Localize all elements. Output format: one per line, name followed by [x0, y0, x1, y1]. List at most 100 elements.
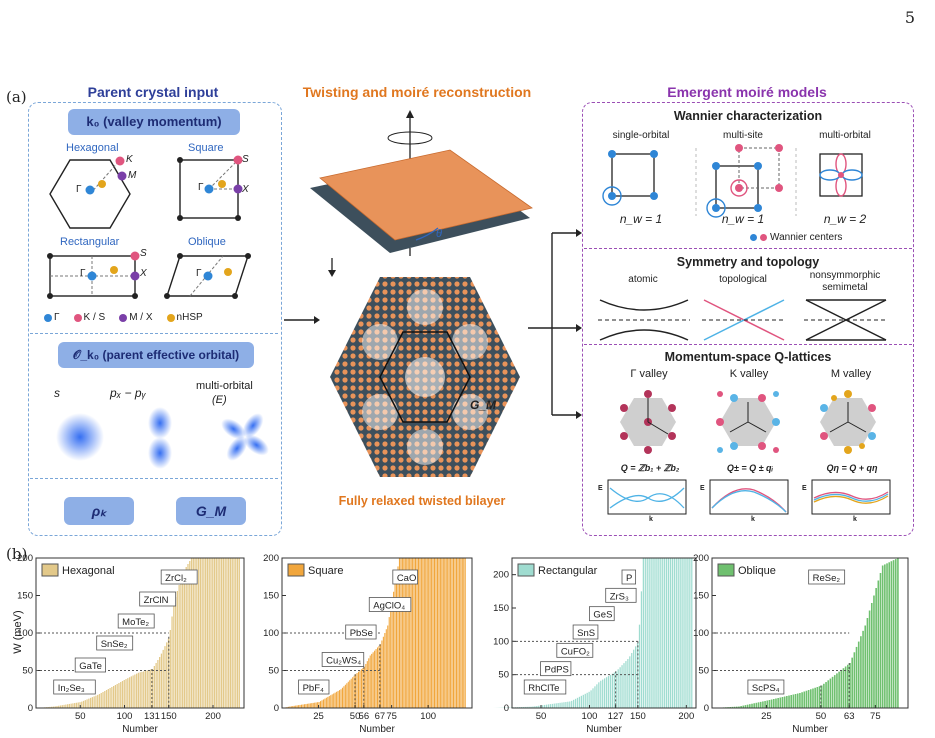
- y-tick-label: 150: [263, 591, 279, 602]
- bar: [425, 558, 426, 708]
- bar: [612, 674, 613, 708]
- bar: [650, 558, 651, 708]
- annotation-label: In₂Se₃: [58, 683, 85, 694]
- bar: [361, 669, 362, 708]
- bar: [428, 558, 429, 708]
- bar: [377, 647, 378, 708]
- bar: [148, 670, 149, 708]
- bar: [354, 676, 355, 708]
- bar: [131, 676, 132, 708]
- nonsymmorphic-label: nonsymmorphic: [802, 270, 888, 281]
- rho-pill: ρₖ: [64, 497, 134, 525]
- bar: [76, 703, 77, 708]
- gamma-label-square: Γ: [198, 182, 204, 193]
- y-tick-label: 200: [17, 553, 33, 564]
- bar: [108, 689, 109, 708]
- bar: [449, 558, 450, 708]
- bar: [558, 703, 559, 708]
- annotation-label: CuFO₂: [561, 646, 590, 657]
- bar: [447, 558, 448, 708]
- bar: [652, 558, 653, 708]
- bar: [147, 670, 148, 708]
- bar: [321, 700, 322, 708]
- bar: [676, 558, 677, 708]
- col1-separator-1: [30, 333, 278, 334]
- y-tick-label: 100: [263, 628, 279, 639]
- bar: [94, 696, 95, 708]
- bar: [806, 691, 808, 708]
- bar: [571, 701, 572, 708]
- bar: [223, 558, 224, 708]
- bar: [658, 558, 659, 708]
- bar: [102, 692, 103, 708]
- x-tick-label: 131: [144, 711, 160, 722]
- bar: [424, 558, 425, 708]
- bar: [649, 558, 650, 708]
- bar: [795, 694, 797, 708]
- bar: [689, 558, 690, 708]
- bar: [346, 683, 347, 708]
- bar: [115, 685, 116, 708]
- x-tick-label: 150: [161, 711, 177, 722]
- bar: [598, 682, 599, 708]
- bar: [67, 704, 68, 708]
- bar: [886, 563, 888, 708]
- y-tick-label: 100: [693, 628, 709, 639]
- bar: [594, 686, 595, 708]
- bar: [180, 579, 181, 708]
- lattice-oblique-label: Oblique: [188, 236, 226, 248]
- bar: [155, 663, 156, 708]
- bar: [113, 686, 114, 708]
- bar: [92, 697, 93, 708]
- bar: [847, 665, 849, 708]
- bar: [680, 558, 681, 708]
- bar: [368, 658, 369, 708]
- k-label: K: [126, 154, 133, 165]
- bar: [668, 558, 669, 708]
- bar: [664, 558, 665, 708]
- bar: [106, 690, 107, 708]
- bar: [678, 558, 679, 708]
- bar: [97, 695, 98, 708]
- annotation-label: ZrClN: [144, 595, 169, 606]
- bar: [313, 703, 314, 708]
- bar: [340, 689, 341, 708]
- legend-label: Square: [308, 565, 343, 577]
- bar: [232, 558, 233, 708]
- bar: [561, 703, 562, 708]
- bar: [666, 558, 667, 708]
- bar: [647, 558, 648, 708]
- bar: [641, 591, 642, 708]
- legend-swatch: [42, 564, 58, 576]
- theta-label: θ: [436, 228, 442, 240]
- bar: [625, 661, 626, 708]
- bar: [125, 679, 126, 708]
- k-dot-icon: [74, 314, 82, 322]
- gm-label: G_M: [470, 398, 496, 412]
- valley-momentum-pill: k₀ (valley momentum): [68, 109, 240, 135]
- bar: [324, 699, 325, 708]
- bar: [683, 558, 684, 708]
- bar: [138, 673, 139, 708]
- bar: [880, 573, 882, 708]
- bar: [200, 558, 201, 708]
- y-tick-label: 50: [268, 666, 279, 677]
- lattice-hexagonal-label: Hexagonal: [66, 142, 119, 154]
- bar: [456, 558, 457, 708]
- wannier-diagrams: [584, 142, 912, 222]
- bar: [780, 698, 782, 709]
- legend-label: Oblique: [738, 565, 776, 577]
- bar: [884, 564, 886, 708]
- s-label-square: S: [242, 154, 249, 165]
- q-lattice-title: Momentum-space Q-lattices: [584, 350, 912, 364]
- gamma-formula: Q = ℤb₁ + ℤb₂: [596, 463, 704, 474]
- bar: [124, 680, 125, 708]
- bar: [65, 705, 66, 708]
- bar: [104, 691, 105, 708]
- bar: [210, 558, 211, 708]
- bar: [849, 663, 851, 708]
- bar: [836, 673, 838, 708]
- x-tick-label: 25: [761, 711, 772, 722]
- bar: [590, 690, 591, 708]
- annotation-label: ScPS₄: [752, 683, 780, 694]
